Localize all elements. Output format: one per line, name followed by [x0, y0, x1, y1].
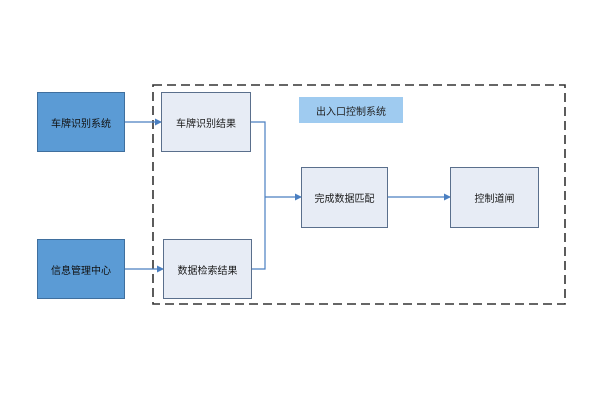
node-control-gate: 控制道闸 [450, 167, 539, 228]
group-label: 出入口控制系统 [299, 97, 403, 123]
node-info-management-center: 信息管理中心 [37, 239, 125, 299]
connector-search-result [252, 197, 266, 270]
node-data-search-result: 数据检索结果 [163, 239, 252, 299]
connector-plate-result [251, 121, 266, 197]
node-plate-recognition-result: 车牌识别结果 [161, 92, 251, 152]
group-boundary [152, 84, 566, 305]
node-plate-recognition-system: 车牌识别系统 [37, 92, 125, 152]
node-complete-data-match: 完成数据匹配 [301, 167, 388, 228]
